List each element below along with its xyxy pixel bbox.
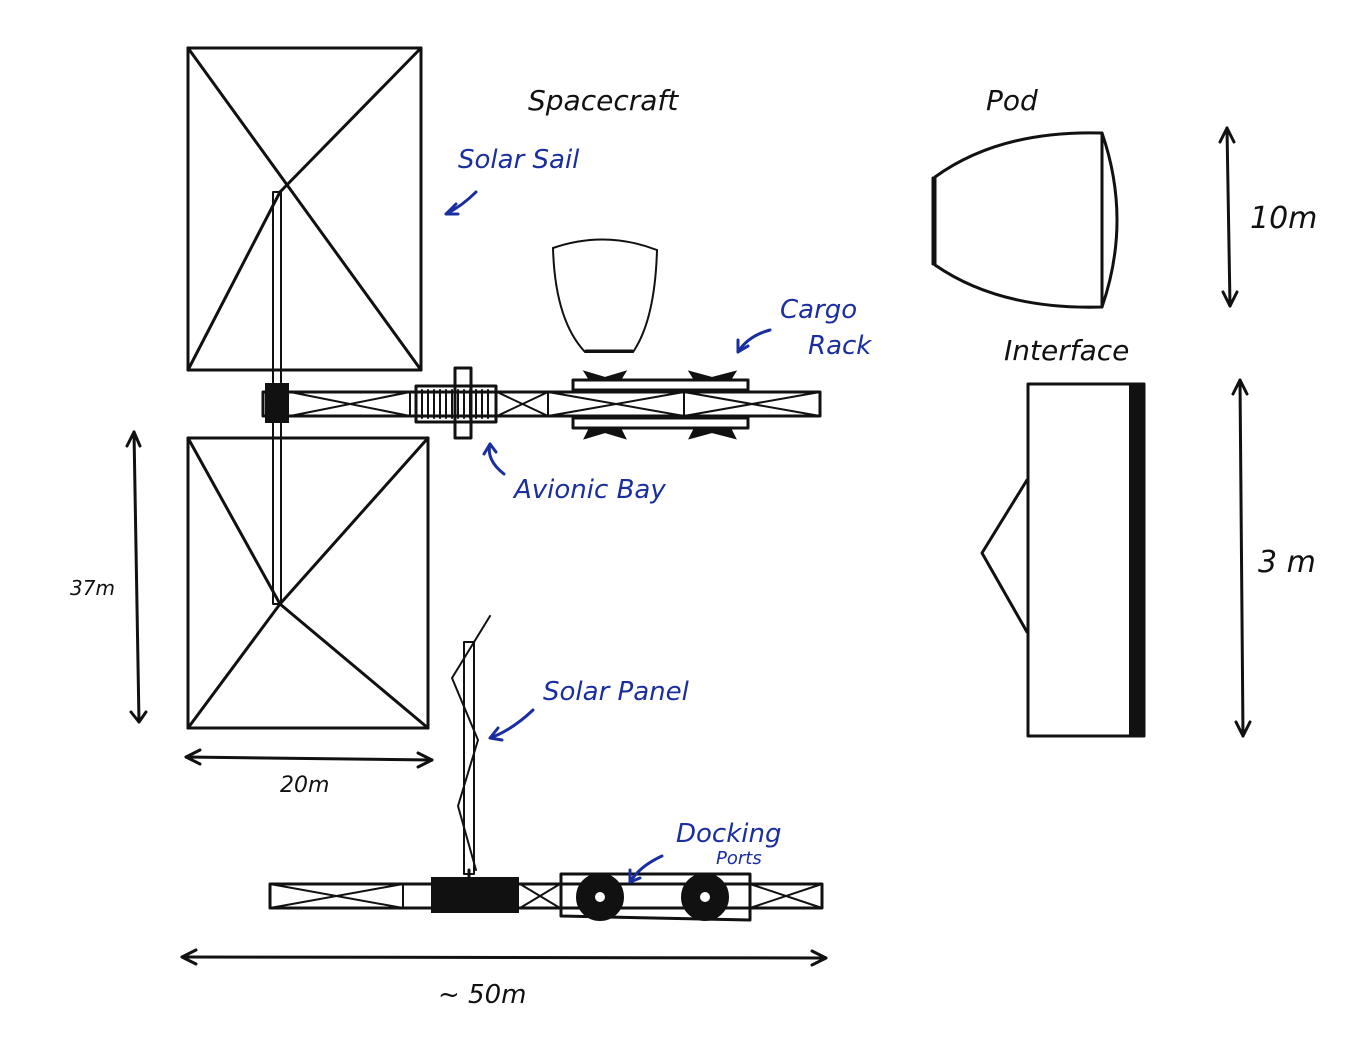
docking-module (559, 872, 752, 922)
avionic-bay-label: Avionic Bay (512, 475, 666, 505)
dimension-arrow-length (180, 948, 828, 967)
spacecraft-title: Spacecraft (528, 84, 679, 117)
solar-sail-label: Solar Sail (458, 145, 580, 175)
spacecraft-length-label: ~ 50m (438, 980, 526, 1010)
pod-title: Pod (986, 84, 1038, 117)
docking-ports-label-line2: Ports (716, 848, 762, 869)
pod-small (552, 238, 658, 353)
solar-panel (451, 615, 491, 882)
avionic-bay-arrow (482, 442, 506, 476)
pod-large (931, 131, 1119, 309)
dimension-arrow-sail-width (184, 748, 434, 769)
cargo-rack-label-line2: Rack (808, 331, 872, 361)
solar-panel-label: Solar Panel (543, 677, 690, 707)
dimension-arrow-pod-height (1218, 126, 1239, 308)
docking-ports-arrow (628, 854, 664, 884)
solar-sail-upper (186, 46, 423, 393)
cargo-rack (571, 370, 750, 440)
sail-width-label: 20m (280, 773, 329, 798)
main-truss-side-view (268, 877, 824, 913)
main-truss-top-view (261, 383, 822, 423)
cargo-rack-arrow (736, 328, 772, 354)
avionic-bay (414, 366, 498, 440)
dimension-arrow-interface-height (1231, 378, 1252, 738)
solar-panel-arrow (488, 708, 535, 742)
callout-arrows (444, 190, 772, 884)
interface-block (980, 382, 1146, 738)
pod-height-label: 10m (1250, 201, 1317, 236)
interface-height-label: 3 m (1258, 545, 1316, 580)
cargo-rack-label-line1: Cargo (780, 295, 857, 325)
dimension-arrow-sail-height (125, 430, 148, 724)
solar-sail-arrow (444, 190, 478, 216)
solar-sail-lower (186, 419, 430, 730)
interface-title: Interface (1004, 334, 1129, 367)
docking-ports-label-line1: Docking (676, 819, 782, 849)
sail-height-label: 37m (70, 576, 115, 600)
